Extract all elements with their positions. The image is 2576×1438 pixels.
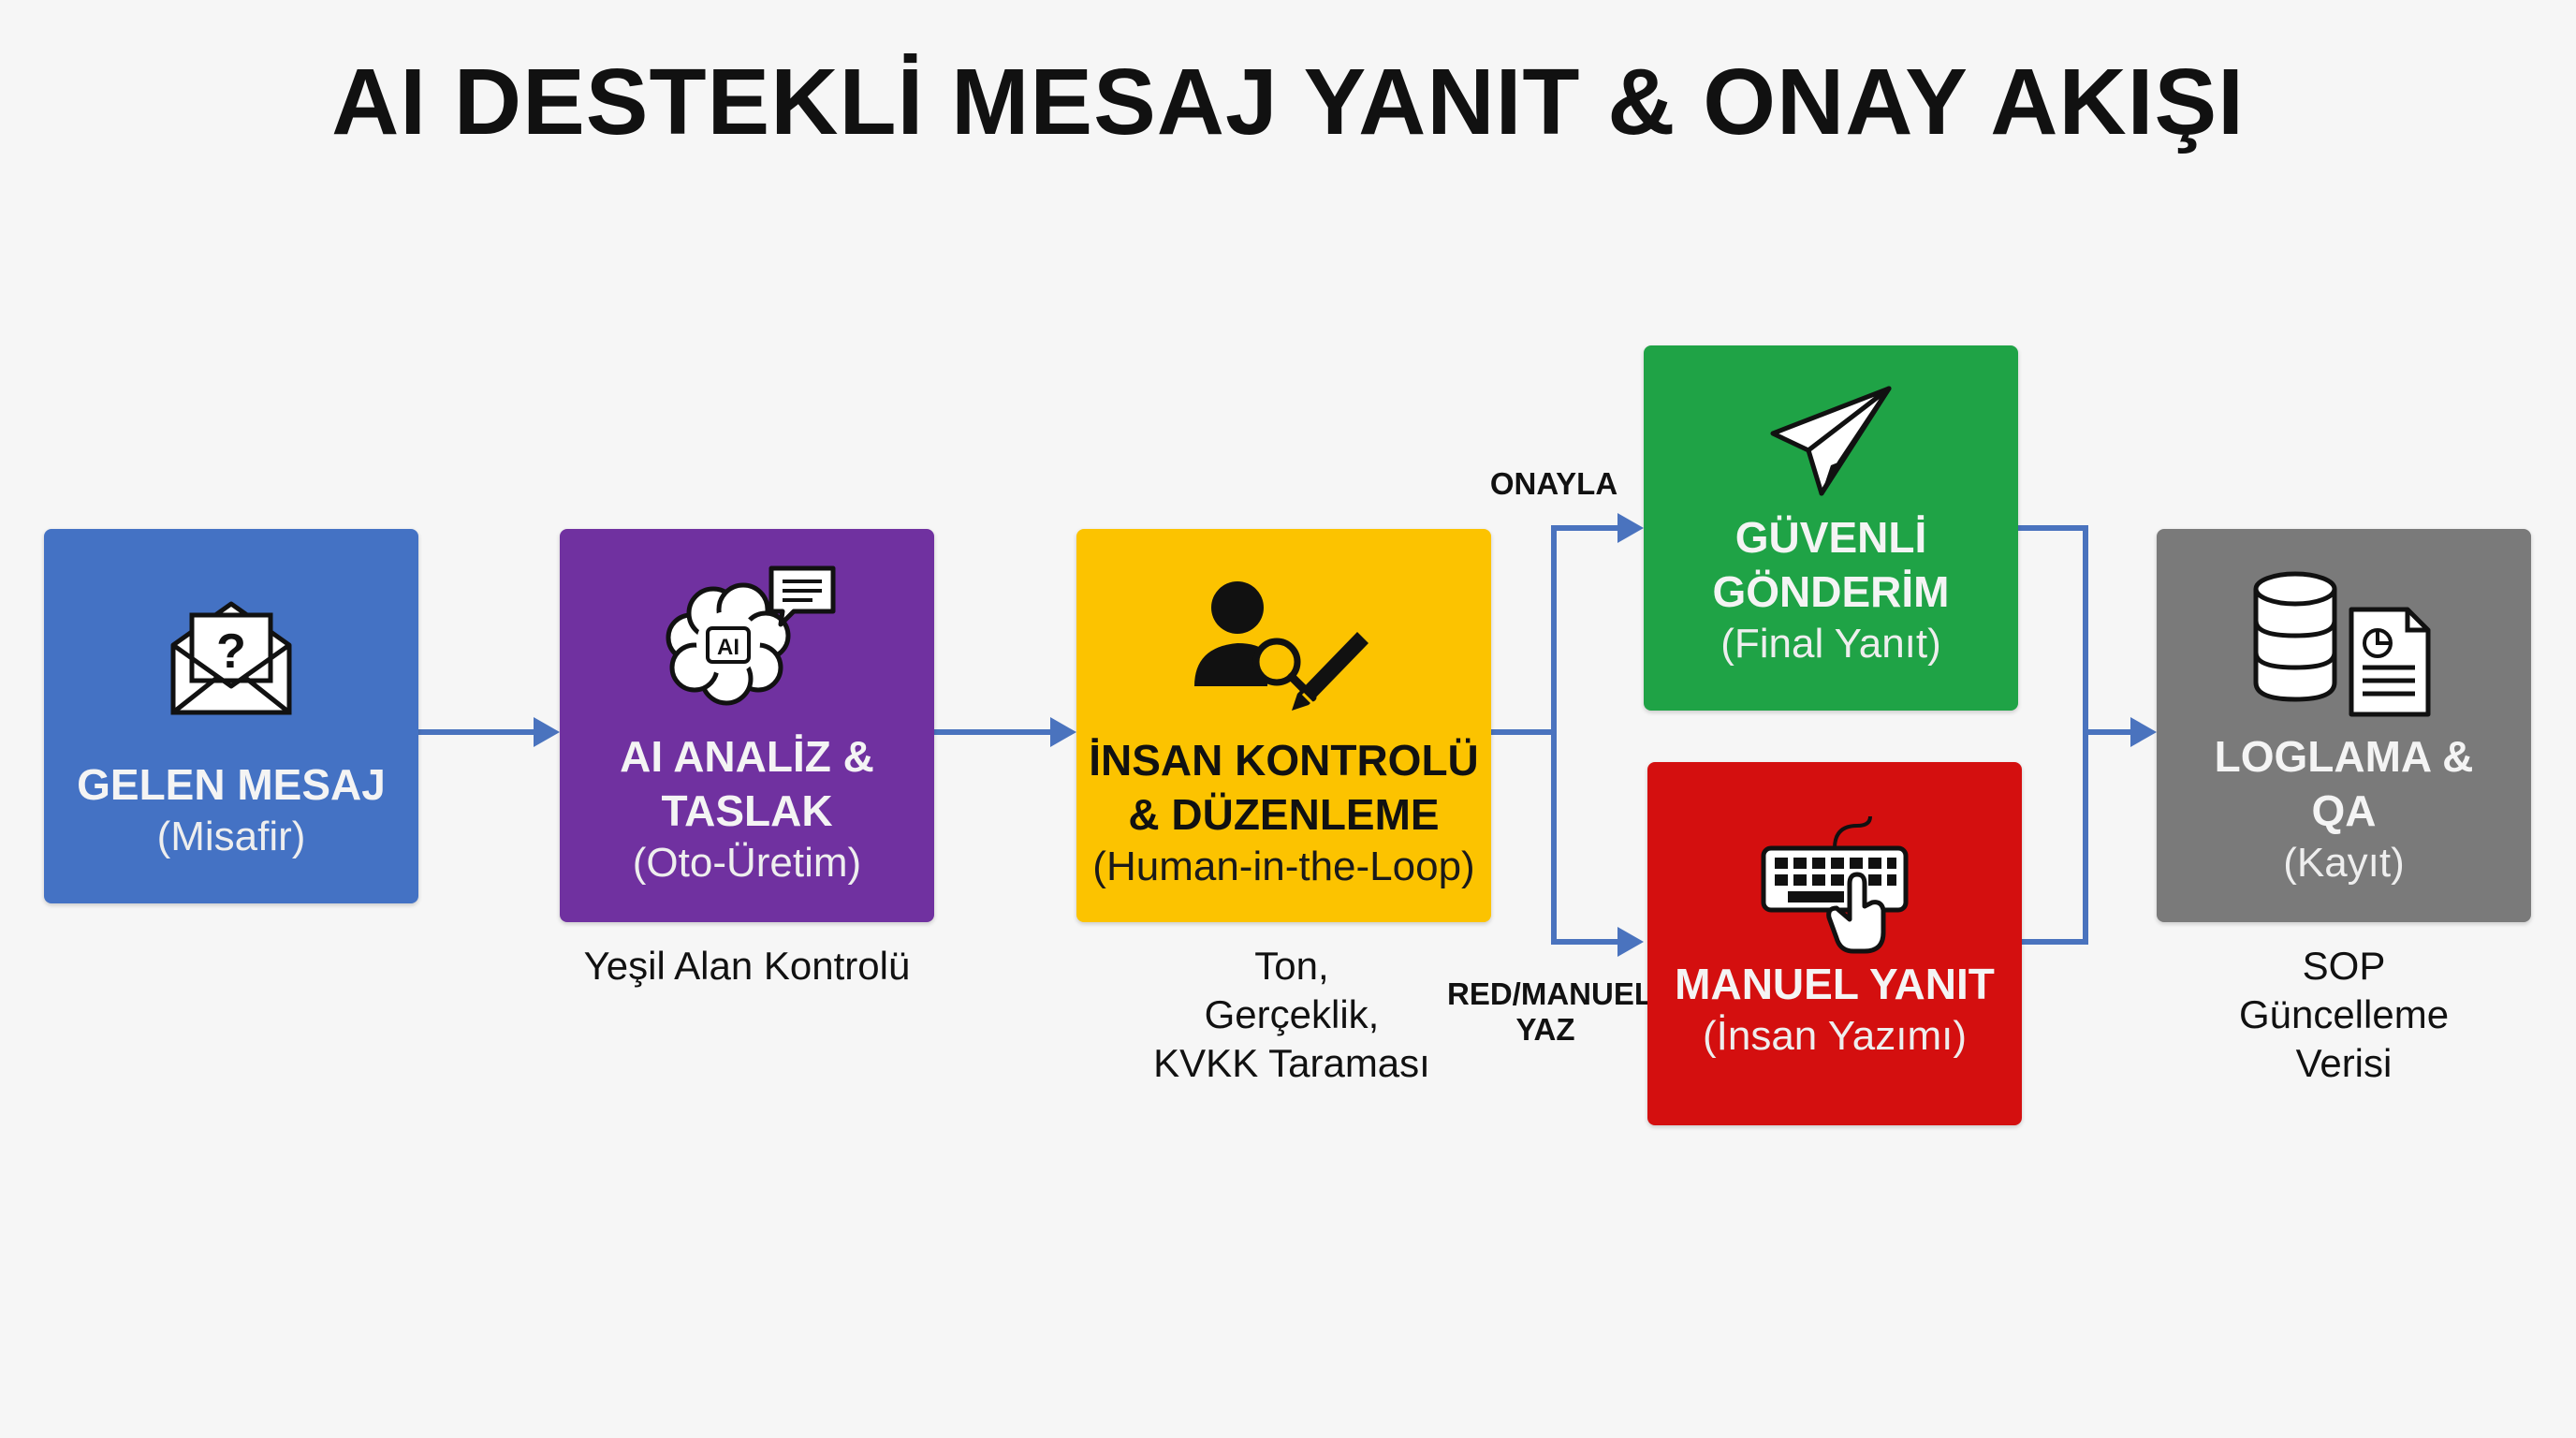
node-logging-qa: LOGLAMA & QA (Kayıt) xyxy=(2157,529,2531,922)
node-ai-title: AI ANALİZ & TASLAK xyxy=(620,732,874,835)
merge-from-send xyxy=(2018,525,2088,732)
arrowhead-ai xyxy=(534,717,560,747)
node-human-title: İNSAN KONTROLÜ & DÜZENLEME xyxy=(1089,736,1479,839)
node-human-note: Ton, Gerçeklik, KVKK Taraması xyxy=(1153,944,1430,1085)
node-send-title: GÜVENLİ GÖNDERİM xyxy=(1712,513,1950,616)
node-manual-reply: MANUEL YANIT (İnsan Yazımı) xyxy=(1647,762,2022,1125)
node-send-subtitle: (Final Yanıt) xyxy=(1720,621,1941,667)
node-human-review: İNSAN KONTROLÜ & DÜZENLEME (Human-in-the… xyxy=(1076,529,1491,922)
arrowhead-log xyxy=(2130,717,2157,747)
paper-plane-icon xyxy=(1770,386,1892,496)
node-incoming-message: ? GELEN MESAJ (Misafir) xyxy=(44,529,418,903)
branch-approve-line xyxy=(1551,525,1619,732)
node-incoming-subtitle: (Misafir) xyxy=(156,814,306,859)
person-search-pen-icon xyxy=(1193,581,1368,711)
keyboard-hand-icon xyxy=(1761,815,1909,954)
node-log-note: SOP Güncelleme Verisi xyxy=(2238,944,2450,1085)
node-ai-analysis: AI AI ANALİZ & TASLAK (Oto-Üretim) xyxy=(560,529,934,922)
node-log-subtitle: (Kayıt) xyxy=(2283,840,2405,886)
diagram-title: AI DESTEKLİ MESAJ YANIT & ONAY AKIŞI xyxy=(331,50,2245,154)
merge-from-manual xyxy=(2022,732,2088,945)
ai-brain-chat-icon: AI xyxy=(666,565,836,706)
arrowhead-human xyxy=(1050,717,1076,747)
node-manual-subtitle: (İnsan Yazımı) xyxy=(1702,1013,1968,1059)
node-human-subtitle: (Human-in-the-Loop) xyxy=(1092,844,1475,889)
node-ai-subtitle: (Oto-Üretim) xyxy=(632,840,862,886)
envelope-question-icon: ? xyxy=(170,601,292,715)
database-report-icon xyxy=(2253,571,2431,717)
node-ai-note: Yeşil Alan Kontrolü xyxy=(583,944,911,988)
svg-text:?: ? xyxy=(216,624,246,679)
node-incoming-title: GELEN MESAJ xyxy=(77,760,386,809)
branch-reject-label: RED/MANUEL YAZ xyxy=(1447,976,1653,1047)
branch-reject-line xyxy=(1551,732,1619,945)
node-secure-send: GÜVENLİ GÖNDERİM (Final Yanıt) xyxy=(1644,345,2018,711)
arrowhead-manual xyxy=(1617,927,1644,957)
branch-approve-label: ONAYLA xyxy=(1489,466,1618,501)
node-manual-title: MANUEL YANIT xyxy=(1675,960,1995,1008)
node-log-title: LOGLAMA & QA xyxy=(2214,732,2474,835)
svg-text:AI: AI xyxy=(717,635,739,660)
arrowhead-send xyxy=(1617,513,1644,543)
